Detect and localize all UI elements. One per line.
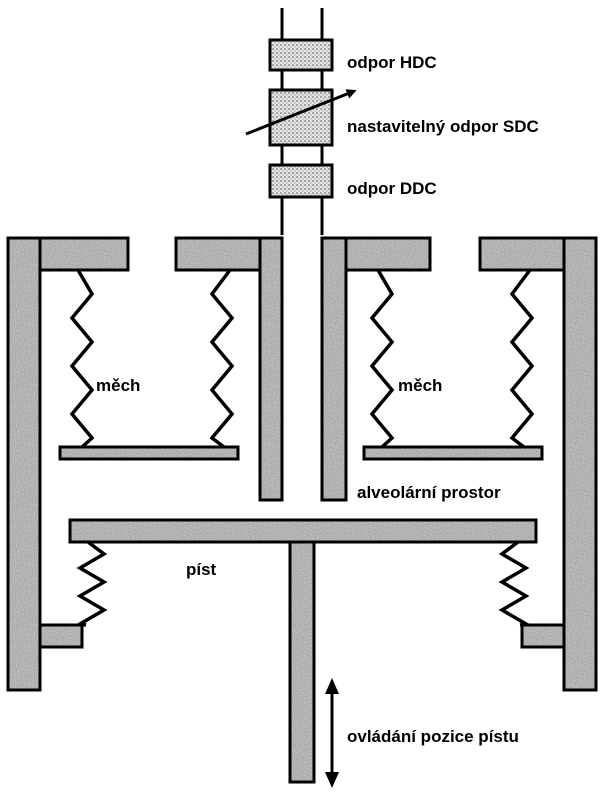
- right-inner-top-plate: [344, 236, 432, 272]
- resistor-sdc: [268, 88, 334, 147]
- right-bellows-spring-outer: [369, 269, 395, 449]
- left-bellows-spring-outer: [69, 269, 95, 449]
- central-left-wall: [258, 236, 284, 502]
- adjustable-arrow: [245, 89, 357, 136]
- label-resistor-ddc: odpor DDC: [347, 179, 437, 198]
- left-piston-spring: [74, 540, 108, 627]
- label-resistor-hdc: odpor HDC: [347, 53, 437, 72]
- right-piston-spring: [498, 540, 532, 627]
- left-bellows-plate: [58, 445, 240, 461]
- label-resistor-sdc: nastavitelný odpor SDC: [347, 117, 539, 136]
- left-top-plate: [38, 236, 130, 272]
- central-right-wall: [320, 236, 348, 502]
- label-bellows-left: měch: [96, 376, 140, 395]
- right-bellows-plate: [362, 445, 544, 461]
- piston-plate: [68, 518, 538, 544]
- resistor-ddc: [268, 163, 334, 199]
- resistor-hdc: [268, 38, 334, 72]
- arrow-down-head: [325, 772, 339, 788]
- left-spring-ledge: [38, 623, 84, 649]
- label-alveolar-space: alveolární prostor: [357, 483, 501, 502]
- right-top-plate: [478, 236, 566, 272]
- left-bellows-spring-inner: [209, 268, 235, 449]
- label-piston: píst: [186, 560, 217, 579]
- label-bellows-right: měch: [398, 376, 442, 395]
- right-bellows-spring-inner: [509, 268, 535, 449]
- right-spring-ledge: [520, 623, 566, 649]
- piston-rod: [288, 540, 316, 784]
- label-piston-control: ovládání pozice pístu: [347, 727, 519, 746]
- arrow-up-head: [325, 678, 339, 694]
- right-outer-wall: [562, 236, 598, 692]
- left-outer-wall: [6, 236, 42, 692]
